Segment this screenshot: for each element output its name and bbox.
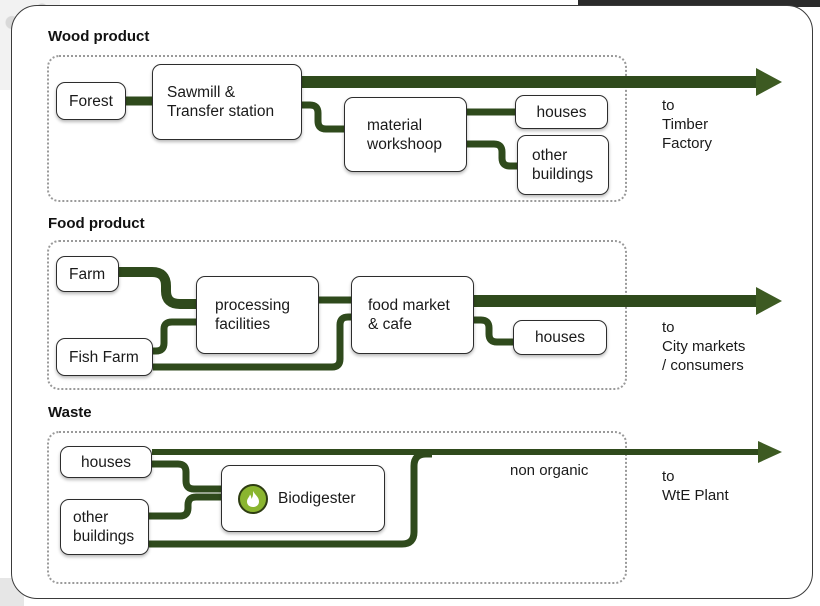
- arrowhead-wte: [758, 441, 782, 463]
- flow-fish-market: [153, 313, 352, 371]
- node-food-houses: houses: [513, 320, 607, 355]
- flow-other-biodigester: [149, 493, 221, 520]
- node-wood-houses: houses: [515, 95, 608, 129]
- flow-farm-processing: [119, 267, 197, 309]
- food-group: [47, 240, 627, 390]
- node-fish-farm: Fish Farm: [56, 338, 153, 376]
- flow-workshop-other: [467, 140, 518, 170]
- corner-decoration-top-right: [578, 0, 820, 7]
- wood-group: [47, 55, 627, 202]
- node-forest: Forest: [56, 82, 126, 120]
- biodigester-label: Biodigester: [278, 490, 356, 507]
- waste-group: [47, 431, 627, 584]
- waste-section-title: Waste: [48, 404, 92, 421]
- arrowhead-timber: [756, 68, 782, 96]
- node-biodigester: Biodigester: [221, 465, 385, 532]
- node-material-workshop: material workshoop: [344, 97, 467, 172]
- node-wood-other-buildings: other buildings: [517, 135, 609, 195]
- node-farm: Farm: [56, 256, 119, 292]
- node-sawmill: Sawmill & Transfer station: [152, 64, 302, 140]
- node-waste-houses: houses: [60, 446, 152, 478]
- flame-icon: [238, 483, 268, 514]
- node-waste-other-buildings: other buildings: [60, 499, 149, 555]
- flow-other-wte: [149, 450, 432, 548]
- food-section-title: Food product: [48, 215, 145, 232]
- arrowhead-city: [756, 287, 782, 315]
- flow-fish-processing: [152, 318, 197, 355]
- flow-sawmill-workshop: [302, 101, 345, 133]
- node-processing-facilities: processing facilities: [196, 276, 319, 354]
- destination-wte-plant: to WtE Plant: [662, 468, 729, 504]
- non-organic-label: non organic: [510, 462, 589, 479]
- destination-timber-factory: to Timber Factory: [662, 97, 713, 152]
- flow-houses-biodigester: [152, 460, 221, 493]
- destination-city-markets: to City markets / consumers: [662, 319, 746, 374]
- flow-market-houses: [474, 316, 514, 346]
- node-food-market-cafe: food market & cafe: [351, 276, 474, 354]
- wood-section-title: Wood product: [48, 28, 150, 45]
